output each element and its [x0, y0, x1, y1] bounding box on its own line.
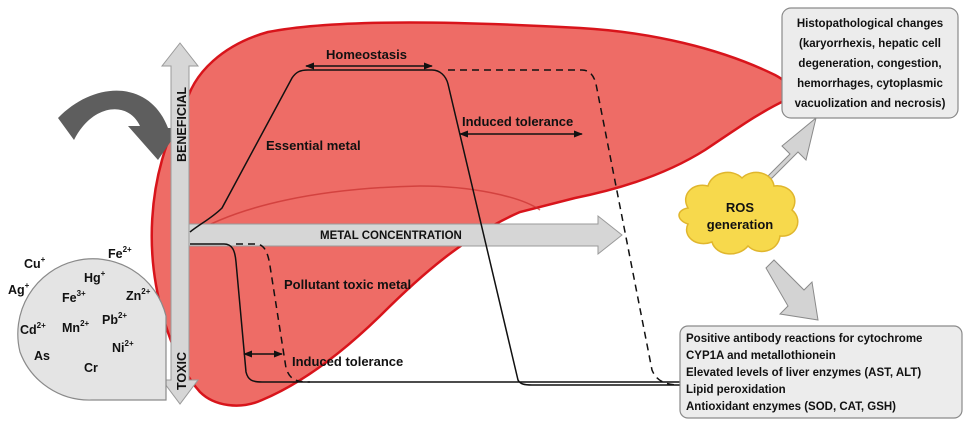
biomarker-line: Positive antibody reactions for cytochro… [686, 333, 922, 345]
metal-ion: As [34, 349, 50, 363]
metal-ion: Cu+ [24, 255, 46, 271]
biomarker-line: Antioxidant enzymes (SOD, CAT, GSH) [686, 401, 896, 413]
histopathology-line: (karyorrhexis, hepatic cell [799, 38, 941, 50]
homeostasis-label: Homeostasis [326, 47, 407, 62]
metal-ion: Ag+ [8, 281, 30, 297]
metal-concentration-label: METAL CONCENTRATION [320, 230, 462, 242]
histopathology-line: Histopathological changes [797, 18, 943, 30]
essential-metal-label: Essential metal [266, 138, 361, 153]
histopathology-line: hemorrhages, cytoplasmic [797, 78, 943, 90]
biomarker-line: CYP1A and metallothionein [686, 350, 836, 362]
ros-label: ROS [726, 200, 755, 215]
arrow-to-histopathology [764, 118, 816, 180]
arrow-to-biomarkers [766, 260, 818, 320]
metal-entry-arrow [58, 91, 180, 160]
metal-ion: Fe2+ [108, 245, 132, 261]
histopathology-line: vacuolization and necrosis) [795, 98, 946, 110]
induced-tolerance-top-label: Induced tolerance [462, 114, 573, 129]
ros-generation-label: generation [707, 217, 774, 232]
pollutant-toxic-metal-label: Pollutant toxic metal [284, 277, 411, 292]
induced-tolerance-bottom-label: Induced tolerance [292, 354, 403, 369]
biomarker-line: Elevated levels of liver enzymes (AST, A… [686, 367, 921, 379]
histopathology-line: degeneration, congestion, [798, 58, 941, 70]
biomarker-line: Lipid peroxidation [686, 384, 786, 396]
toxic-axis-label: TOXIC [175, 352, 189, 390]
metal-ion: Cr [84, 361, 98, 375]
beneficial-axis-label: BENEFICIAL [175, 87, 189, 162]
